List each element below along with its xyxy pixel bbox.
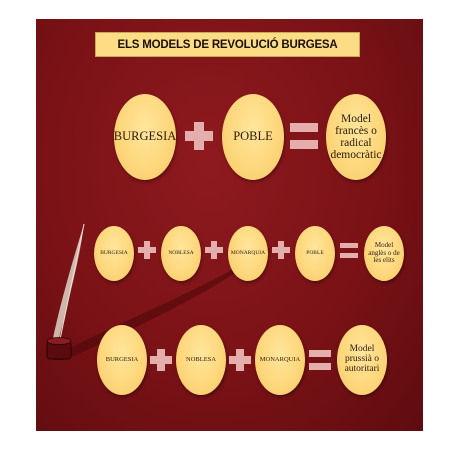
result-oval-french-model: Model francès o radical democràtic xyxy=(326,94,386,180)
oval-burgesia: BURGESIA xyxy=(97,325,147,395)
oval-burgesia: BURGESIA xyxy=(94,226,134,281)
oval-monarquia: MONARQUIA xyxy=(255,325,305,395)
result-oval-prussian-model: Model prussià o autoritari xyxy=(337,325,387,395)
equals-icon xyxy=(340,243,358,258)
oval-poble: POBLE xyxy=(222,94,284,180)
page-title: ELS MODELS DE REVOLUCIÓ BURGESA xyxy=(95,32,360,57)
plus-icon xyxy=(205,241,223,259)
equals-icon xyxy=(290,123,318,150)
slide-canvas: ELS MODELS DE REVOLUCIÓ BURGESA BURGESIA… xyxy=(36,19,423,431)
plus-icon xyxy=(272,241,290,259)
oval-monarquia: MONARQUIA xyxy=(228,226,268,281)
plus-icon xyxy=(138,241,156,259)
plus-icon xyxy=(150,349,172,371)
oval-noblesa: NOBLESA xyxy=(161,226,201,281)
plus-icon: .p1::before{} xyxy=(185,122,213,150)
oval-noblesa: NOBLESA xyxy=(176,325,226,395)
plus-icon xyxy=(229,349,251,371)
equals-icon xyxy=(309,350,331,370)
inkwell-icon xyxy=(46,337,72,360)
result-oval-english-model: Model anglès o de les elits xyxy=(364,226,404,281)
oval-burgesia: BURGESIA xyxy=(114,94,176,180)
oval-poble: POBLE xyxy=(295,226,335,281)
